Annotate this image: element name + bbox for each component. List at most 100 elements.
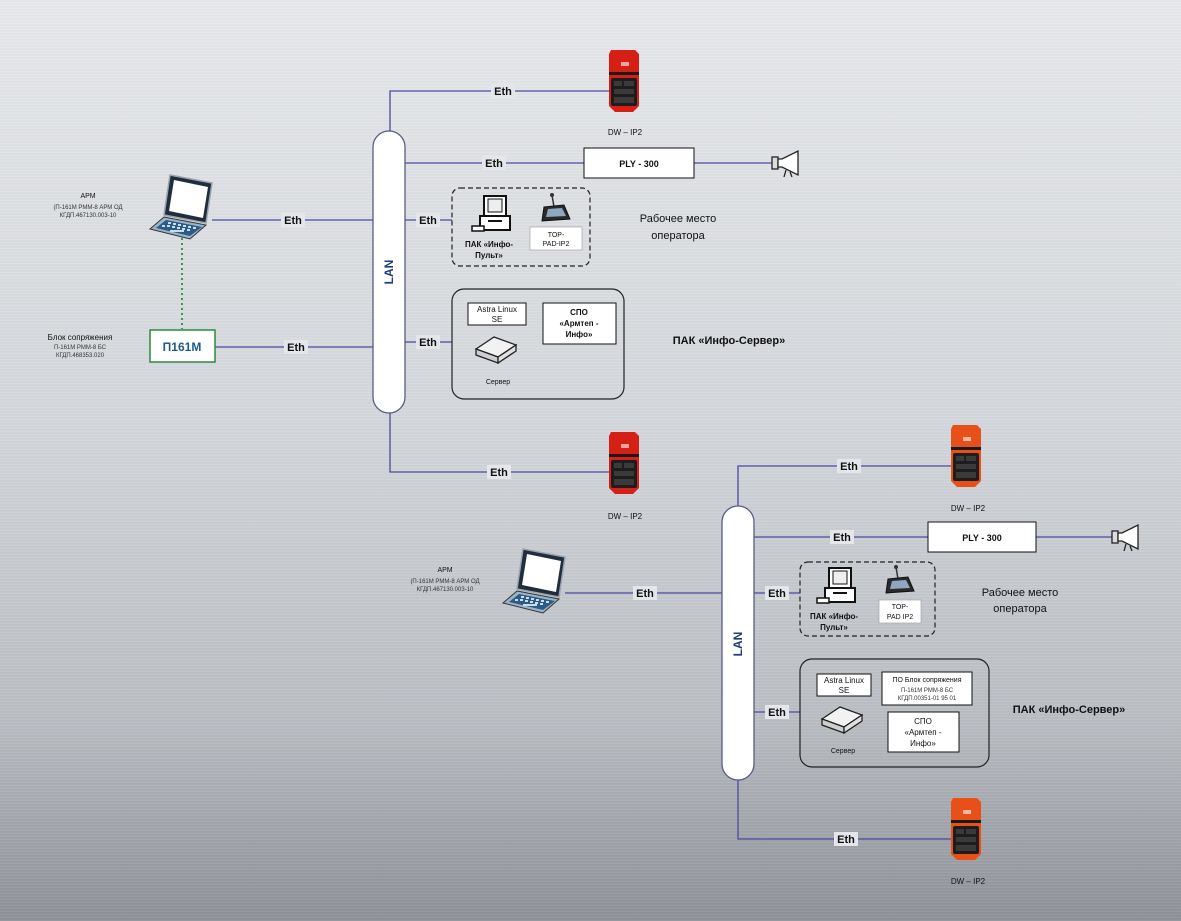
- astra-label-2: SE: [492, 315, 503, 324]
- bottom-diagram: LAN Eth Eth Eth Eth Eth Eth DW – IP2 PLY…: [410, 425, 1139, 886]
- svg-text:Eth: Eth: [419, 337, 437, 349]
- block-sub2: КГДП.468353.020: [56, 353, 105, 359]
- top-pad-label-2: PAD IP2: [887, 614, 913, 621]
- spo-box: [542, 302, 617, 345]
- svg-text:Eth: Eth: [284, 215, 302, 227]
- workplace-label-1: Рабочее место: [640, 213, 717, 225]
- laptop-icon: [149, 174, 213, 240]
- svg-text:Eth: Eth: [768, 588, 786, 600]
- lan-label: LAN: [731, 632, 745, 657]
- svg-text:Eth: Eth: [494, 86, 512, 98]
- eth-label: Eth: [830, 530, 854, 544]
- svg-text:Eth: Eth: [287, 342, 305, 354]
- lan-bus-top: [372, 130, 406, 414]
- arm-sub1: (П-161М РММ-8 АРМ ОД: [53, 205, 122, 211]
- dw-ip2-device: [609, 432, 639, 494]
- eth-label: Eth: [281, 213, 305, 227]
- p161m-label: П161М: [163, 340, 202, 354]
- arm-sub1: (П-161М РММ-8 АРМ ОД: [410, 579, 479, 585]
- svg-text:Eth: Eth: [485, 158, 503, 170]
- ply-300-label: PLY - 300: [962, 533, 1002, 543]
- block-title: Блок сопряжения: [48, 333, 113, 342]
- console-icon: [541, 192, 571, 222]
- ply-300-box: [927, 521, 1037, 553]
- dw-ip2-label: DW – IP2: [608, 128, 643, 137]
- po-label-3: КГДП.00351-01 95 01: [898, 696, 957, 702]
- astra-label-1: Astra Linux: [824, 676, 864, 685]
- wire-top-dw2: [389, 411, 609, 473]
- top-pad-label-2: PAD-IP2: [543, 241, 570, 248]
- arm-sub2: КГДП.467130.003-10: [60, 213, 117, 219]
- eth-label: Eth: [416, 213, 440, 227]
- workplace-group: [799, 561, 936, 637]
- info-server-group: [451, 288, 625, 400]
- svg-text:Eth: Eth: [768, 707, 786, 719]
- pak-server-label: ПАК «Инфо-Сервер»: [673, 335, 786, 347]
- eth-label: Eth: [633, 586, 657, 600]
- astra-box: [816, 673, 872, 697]
- dw-ip2-label: DW – IP2: [608, 512, 643, 521]
- wire-bottom-dw1: [737, 465, 951, 508]
- pak-pult-label-2: Пульт»: [475, 251, 503, 260]
- eth-label: Eth: [765, 586, 789, 600]
- wire-bottom-dw2: [737, 778, 951, 840]
- loudspeaker-icon: [1111, 524, 1139, 552]
- server-label: Сервер: [831, 748, 855, 755]
- top-pad-label-1: TOP-: [892, 604, 909, 611]
- loudspeaker-icon: [771, 150, 799, 178]
- spo-box: [887, 711, 960, 753]
- astra-label-2: SE: [839, 686, 850, 695]
- svg-text:Eth: Eth: [840, 461, 858, 473]
- svg-text:Eth: Eth: [490, 467, 508, 479]
- svg-text:Eth: Eth: [833, 532, 851, 544]
- desktop-pc-icon: [471, 195, 511, 232]
- spo-label-3: Инфо»: [910, 739, 936, 748]
- astra-box: [467, 302, 527, 326]
- laptop-icon: [502, 548, 566, 614]
- server-icon: [475, 336, 517, 364]
- block-sub1: П-161М РММ-8 БС: [54, 345, 107, 351]
- top-diagram: LAN Eth Eth Eth Eth Eth Eth Eth DW – IP2…: [48, 50, 799, 521]
- eth-label: Eth: [837, 459, 861, 473]
- pak-server-label: ПАК «Инфо-Сервер»: [1013, 704, 1126, 716]
- spo-label-2: «Армтеп -: [559, 319, 598, 328]
- pak-pult-label-2: Пульт»: [820, 623, 848, 632]
- eth-label: Eth: [765, 705, 789, 719]
- pak-pult-label-1: ПАК «Инфо-: [465, 240, 513, 249]
- workplace-label-2: оператора: [993, 603, 1047, 615]
- top-pad-label-box: [529, 226, 583, 251]
- dw-ip2-device: [951, 798, 981, 860]
- eth-label: Eth: [482, 156, 506, 170]
- arm-sub2: КГДП.467130.003-10: [417, 587, 474, 593]
- spo-label-3: Инфо»: [566, 330, 593, 339]
- console-icon: [885, 564, 915, 594]
- workplace-label-1: Рабочее место: [982, 587, 1059, 599]
- ply-300-label: PLY - 300: [619, 159, 659, 169]
- spo-label-2: «Армтеп -: [905, 728, 942, 737]
- workplace-label-2: оператора: [651, 230, 705, 242]
- dw-ip2-device: [609, 50, 639, 112]
- svg-text:Eth: Eth: [837, 834, 855, 846]
- dw-ip2-device: [951, 425, 981, 487]
- arm-title: АРМ: [80, 193, 95, 200]
- server-icon: [821, 706, 863, 734]
- po-box: [881, 671, 973, 706]
- top-pad-label-1: TOP-: [548, 232, 565, 239]
- ply-300-box: [583, 147, 695, 179]
- svg-text:Eth: Eth: [636, 588, 654, 600]
- workplace-group: [451, 187, 591, 267]
- top-pad-label-box: [878, 599, 922, 624]
- eth-label: Eth: [834, 832, 858, 846]
- server-label: Сервер: [486, 379, 510, 386]
- astra-label-1: Astra Linux: [477, 305, 517, 314]
- eth-label: Eth: [491, 84, 515, 98]
- pak-pult-label-1: ПАК «Инфо-: [810, 612, 858, 621]
- p161m-box: [149, 329, 216, 363]
- eth-label: Eth: [487, 465, 511, 479]
- lan-label: LAN: [382, 260, 396, 285]
- dw-ip2-label: DW – IP2: [951, 877, 986, 886]
- desktop-pc-icon: [816, 567, 856, 604]
- dw-ip2-label: DW – IP2: [951, 504, 986, 513]
- wire-top-dw1: [389, 90, 609, 133]
